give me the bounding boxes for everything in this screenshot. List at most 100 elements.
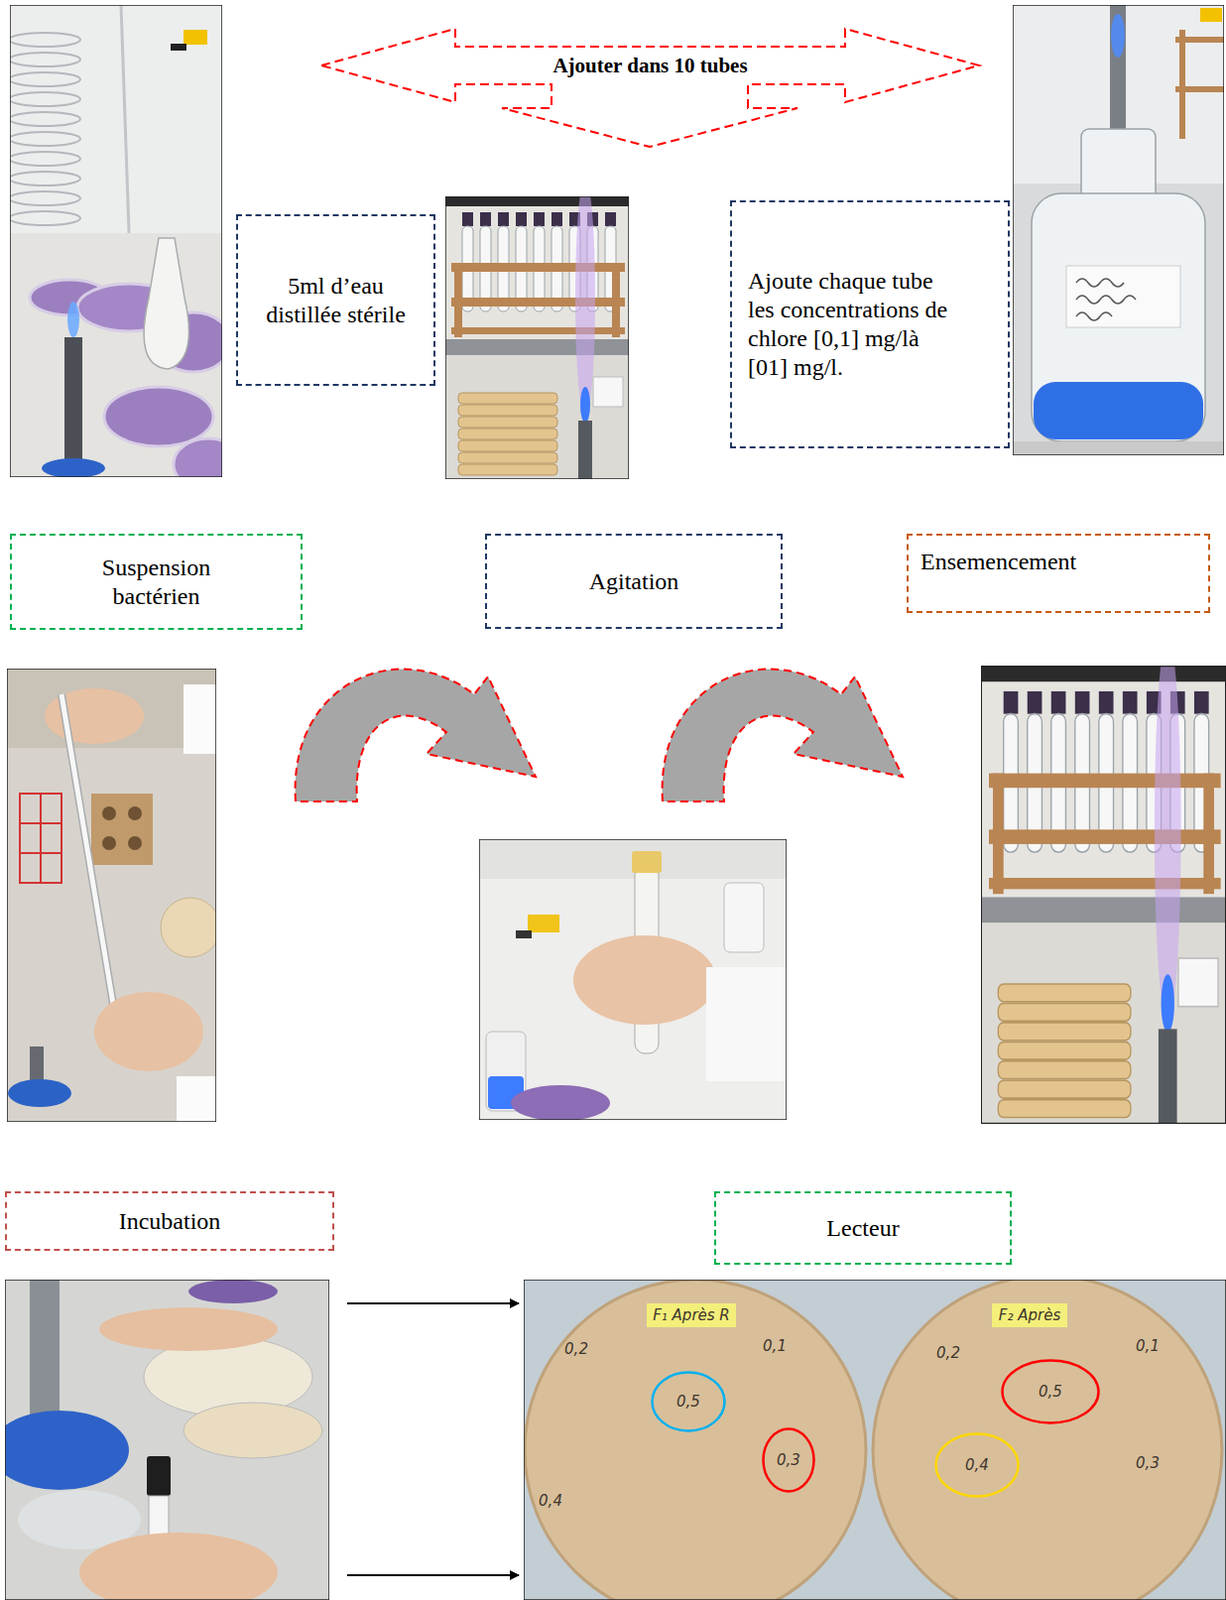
bottle-photo-part — [1110, 13, 1125, 58]
concentration-label: 0,4 — [965, 1456, 989, 1474]
bottle-photo-part — [1031, 193, 1206, 442]
tube-rack-photo-part-part — [515, 212, 527, 227]
dish-label: 0,1 — [762, 1337, 787, 1355]
step-label: Ajouter dans 10 tubes — [321, 46, 980, 85]
circle-outline — [652, 1372, 726, 1432]
agitation-photo-part — [510, 1085, 611, 1120]
pointer-arrow-part — [347, 1574, 519, 1577]
step-box: 5ml d’eau distillée stérile — [236, 214, 436, 386]
dish-label: 0,4 — [538, 1491, 563, 1510]
tube-rack-photo-part-part — [458, 440, 558, 452]
bottle-photo-part — [1081, 128, 1156, 201]
highlight-circle: 0,5 — [650, 1370, 727, 1433]
dish-label: 0,3 — [1135, 1454, 1160, 1472]
bottle-photo-part — [1033, 381, 1204, 440]
bottle-photo-part-part — [1076, 312, 1112, 321]
incubation-photo-part — [188, 1279, 278, 1304]
tube-rack-photo-part-part — [605, 212, 616, 227]
bench-photo-part — [64, 337, 83, 478]
tube-rack-photo-part — [445, 355, 629, 480]
step-label: Ajoute chaque tube les concentrations de… — [747, 266, 962, 381]
agitation-photo-part — [631, 851, 662, 873]
tube-rack-photo-part — [593, 376, 623, 407]
bottle-photo-part — [1012, 4, 1225, 456]
tube-rack-photo-part-part — [462, 212, 474, 227]
agitation-photo-part — [527, 914, 560, 933]
tube-rack-photo-part-part — [458, 416, 558, 428]
agitation-photo-part — [706, 967, 787, 1082]
tube-rack-photo — [445, 196, 629, 480]
dish-label: F₂ Après — [998, 1306, 1061, 1325]
concentration-label: 0,5 — [676, 1392, 701, 1411]
arrow-outline — [321, 20, 980, 148]
bench-photo-part — [183, 29, 208, 45]
incubation-photo-part — [146, 1456, 171, 1496]
suspension-photo — [6, 668, 217, 1122]
pointer-arrow — [347, 1303, 519, 1576]
curved-arrow-part — [662, 669, 903, 802]
tube-rack-photo-part-part — [451, 327, 625, 335]
tube-rack-photo-part-part — [533, 212, 545, 227]
step-label: Incubation — [119, 1207, 222, 1236]
step-label: Ensemencement — [920, 547, 1077, 577]
tube-rack-photo-part-part — [551, 212, 563, 227]
suspension-photo-part — [19, 793, 62, 883]
highlight-circle: 0,5 — [1000, 1358, 1101, 1425]
tube-rack-photo-part-part — [612, 262, 620, 338]
bottle-photo-part — [1066, 265, 1181, 328]
incubation-photo-part — [29, 1279, 60, 1429]
bench-photo-part-part — [9, 171, 81, 186]
tube-rack-photo-part-part — [458, 404, 558, 416]
bench-photo-part-part — [9, 92, 81, 107]
bottle-photo — [1012, 4, 1225, 456]
tube-rack-photo-part-part — [454, 262, 463, 338]
step-label: 5ml d’eau distillée stérile — [256, 271, 416, 330]
tube-rack-photo-part — [445, 196, 629, 480]
suspension-photo-part — [102, 806, 117, 821]
step-box: Agitation — [485, 533, 783, 629]
bench-photo-part — [104, 386, 214, 447]
curved-arrow — [662, 669, 903, 802]
agitation-photo — [479, 839, 787, 1120]
bench-photo-part-part — [9, 112, 81, 126]
curved-arrow-part — [295, 669, 536, 802]
tube-rack-photo-part-part — [451, 297, 625, 307]
seeding-photo — [980, 636, 1226, 1124]
step-box: Ajoute chaque tube les concentrations de… — [730, 200, 1010, 449]
highlight-circle: 0,3 — [761, 1427, 816, 1493]
bench-photo-part-part — [9, 211, 81, 226]
tube-rack-photo-part — [445, 196, 629, 480]
circle-outline — [936, 1434, 1019, 1497]
bench-photo-part-part — [9, 32, 81, 47]
suspension-photo-part-part — [39, 793, 42, 883]
incubation-photo-part — [79, 1532, 278, 1600]
bench-photo-part-part — [9, 52, 81, 67]
pointer-arrow-part — [347, 1302, 519, 1305]
bottle-photo-part — [1175, 29, 1225, 139]
suspension-photo-part — [7, 1079, 72, 1107]
suspension-photo-part — [102, 836, 117, 851]
suspension-photo-part — [6, 668, 217, 1122]
concentration-label: 0,5 — [1038, 1382, 1063, 1401]
bottle-photo-part-part — [1076, 278, 1124, 287]
suspension-photo-part — [127, 836, 142, 851]
bottle-photo-part — [1109, 4, 1126, 144]
suspension-photo-part — [94, 991, 204, 1072]
bench-photo-part-part — [9, 191, 81, 206]
highlight-circle: 0,4 — [934, 1432, 1020, 1498]
tube-rack-photo-part — [575, 196, 596, 417]
agitation-photo-part — [479, 839, 787, 879]
bottle-photo-part-part — [1076, 295, 1136, 304]
circle-outline — [763, 1429, 815, 1492]
step-arrow: Ajouter dans 10 tubes — [321, 20, 980, 148]
bench-photo-part — [9, 32, 81, 226]
step-box: Suspension bactérien — [9, 533, 303, 630]
suspension-photo-part — [183, 684, 217, 754]
dish-label: F₁ Après R — [652, 1306, 731, 1325]
petri-dish-photo-part — [872, 1279, 1223, 1600]
suspension-photo-part-part — [19, 793, 62, 883]
tube-rack-photo-part — [445, 339, 629, 356]
tube-rack-photo-part — [458, 392, 558, 476]
step-label: Agitation — [589, 567, 680, 597]
tube-rack-photo-part — [445, 196, 629, 207]
